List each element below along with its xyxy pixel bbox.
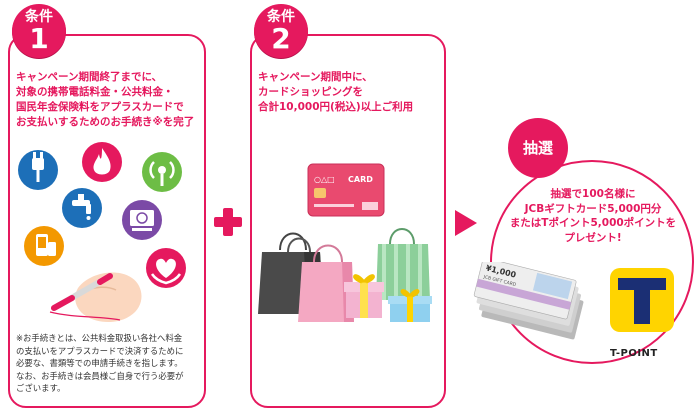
hand-with-pen-illustration <box>49 272 142 322</box>
condition-2-badge: 条件 2 <box>254 4 308 58</box>
tpoint-logo <box>610 268 674 332</box>
condition-1-note: ※お手続きとは、公共料金取扱い各社へ料金 の支払いをアプラスカードで決済するため… <box>16 332 184 395</box>
condition-1-badge-label: 条件 <box>25 9 53 25</box>
prize-line: またはTポイント5,000ポイントを <box>509 217 677 229</box>
condition-1-badge: 条件 1 <box>12 4 66 58</box>
water-faucet-icon <box>62 188 102 228</box>
condition-2-panel <box>250 34 446 408</box>
plus-icon <box>214 208 242 236</box>
note-line: なお、お手続きは会員様ご自身で行う必要が <box>16 370 184 381</box>
gas-flame-icon <box>82 142 122 182</box>
note-line: ※お手続きとは、公共料金取扱い各社へ料金 <box>16 333 183 343</box>
utility-icons-illustration <box>18 142 186 322</box>
condition-2-line: カードショッピングを <box>258 86 363 98</box>
computer-icon <box>122 200 162 240</box>
condition-1-badge-number: 1 <box>29 22 49 55</box>
condition-1-line: キャンペーン期間終了までに、 <box>16 71 163 83</box>
mobile-phone-icon <box>24 226 64 266</box>
note-line: ございます。 <box>16 383 66 393</box>
condition-2-badge-number: 2 <box>271 22 291 55</box>
power-plug-icon <box>18 150 58 190</box>
shopping-bags-illustration <box>258 228 432 322</box>
note-line: の支払いをアプラスカードで決済するために <box>16 345 184 356</box>
condition-2-text: キャンペーン期間中に、 カードショッピングを 合計10,000円(税込)以上ご利… <box>258 70 413 115</box>
tpoint-label: T-POINT <box>610 348 658 359</box>
broadcast-icon <box>142 152 182 192</box>
arrow-right-icon <box>455 210 477 236</box>
card-label: CARD <box>348 175 373 184</box>
pension-heart-icon <box>146 248 186 288</box>
svg-text:○△□: ○△□ <box>314 175 335 184</box>
prize-line: 抽選で100名様に <box>550 188 636 200</box>
condition-1-line: お支払いするためのお手続き※を完了 <box>16 116 195 128</box>
gift-box-icon <box>344 274 384 318</box>
condition-1-line: 対象の携帯電話料金・公共料金・ <box>16 86 174 98</box>
lottery-badge: 抽選 <box>508 118 568 178</box>
gift-box-icon <box>388 289 432 322</box>
credit-card-illustration: ○△□ CARD <box>307 163 385 217</box>
condition-2-line: 合計10,000円(税込)以上ご利用 <box>258 101 414 113</box>
condition-1-text: キャンペーン期間終了までに、 対象の携帯電話料金・公共料金・ 国民年金保険料をア… <box>16 70 194 130</box>
condition-2-badge-label: 条件 <box>267 9 295 25</box>
condition-2-line: キャンペーン期間中に、 <box>258 71 373 83</box>
prize-line: JCBギフトカード5,000円分 <box>524 202 662 215</box>
prize-text: 抽選で100名様に JCBギフトカード5,000円分 またはTポイント5,000… <box>500 187 686 245</box>
prize-line: プレゼント! <box>564 231 622 244</box>
condition-1-line: 国民年金保険料をアプラスカードで <box>16 101 184 113</box>
condition-1-panel <box>8 34 206 408</box>
gift-card-illustration: ¥1,000 JCB GIFT CARD <box>473 262 584 340</box>
note-line: 必要な、書類等での申請手続きを指します。 <box>16 358 183 368</box>
